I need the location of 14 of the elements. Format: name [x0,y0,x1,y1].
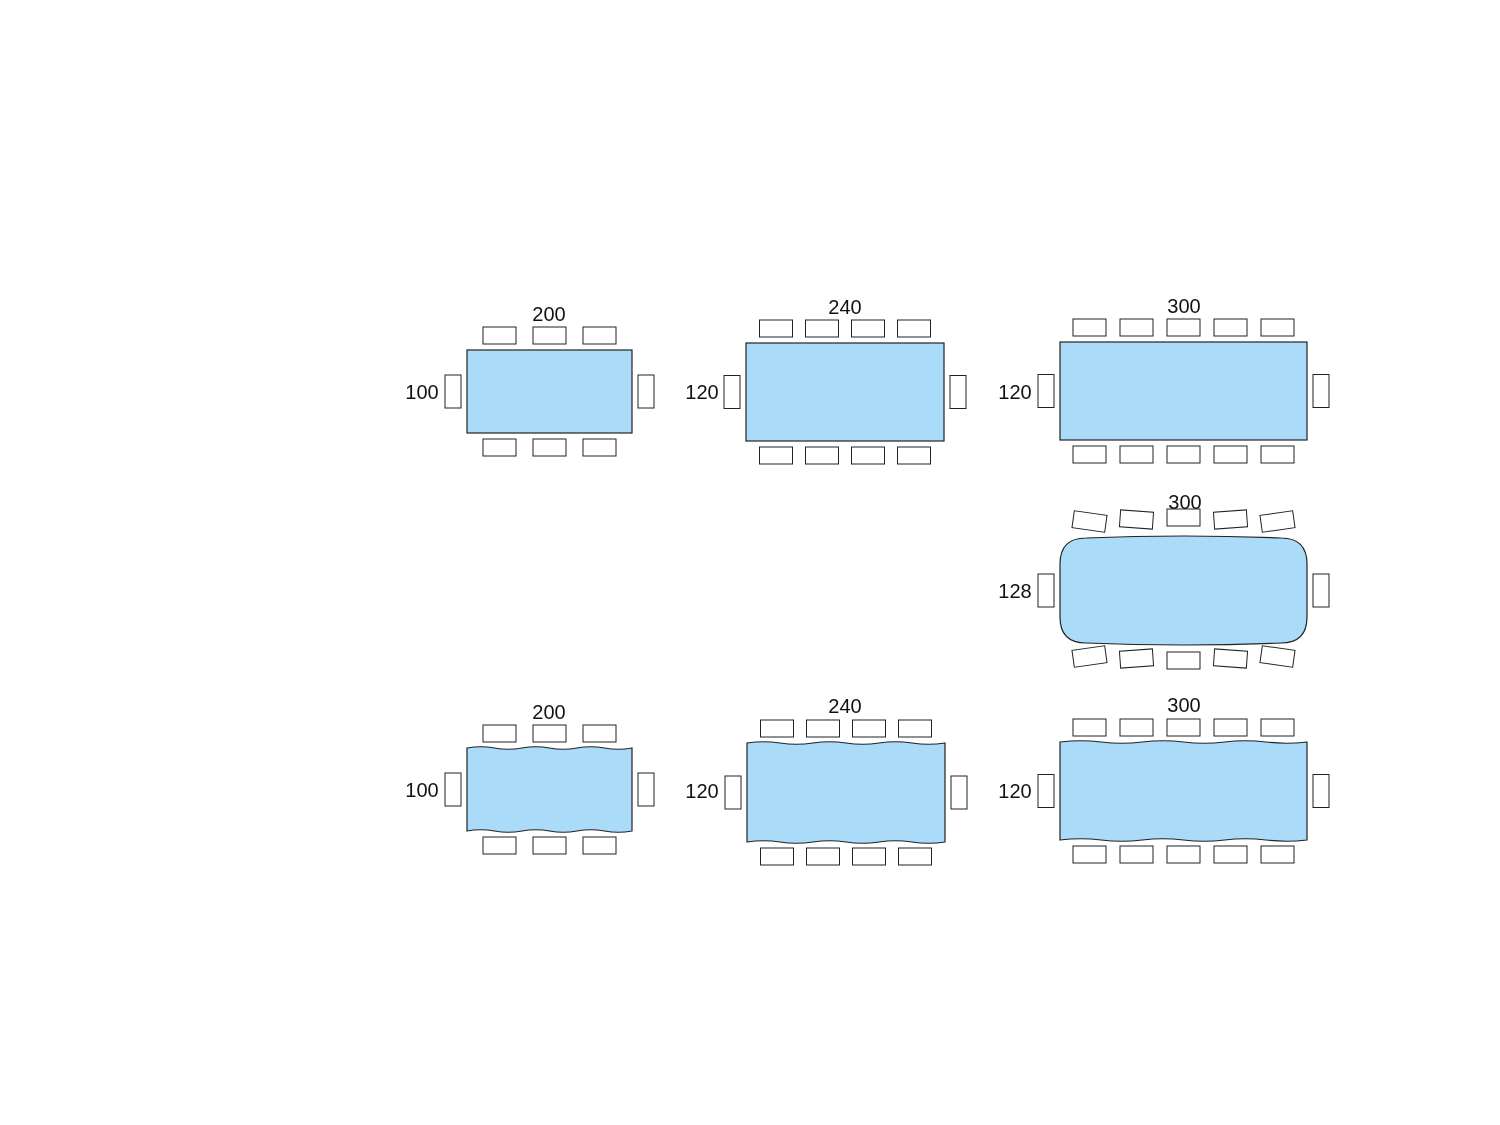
dimension-label: 120 [685,382,719,402]
dimension-label: 300 [1168,492,1202,512]
dimension-label: 120 [998,382,1032,402]
dimension-label: 240 [828,696,862,716]
dimension-label: 120 [685,781,719,801]
dimension-label: 300 [1167,695,1201,715]
dimension-label: 200 [532,702,566,722]
dimension-label: 120 [998,781,1032,801]
dimension-label: 100 [405,382,439,402]
dimension-label: 128 [998,581,1032,601]
dimension-label: 240 [828,297,862,317]
dimension-label: 200 [532,304,566,324]
dimension-label: 300 [1167,296,1201,316]
dimension-label: 100 [405,780,439,800]
